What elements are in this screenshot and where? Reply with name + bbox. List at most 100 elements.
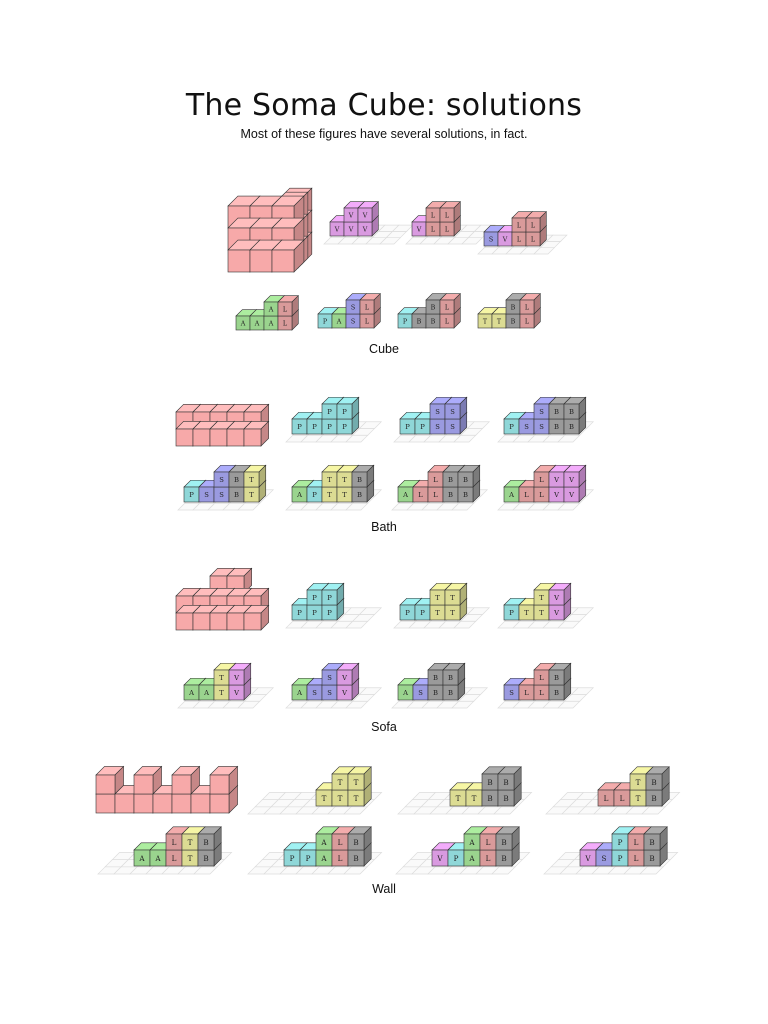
sofa-target-figure [175, 567, 270, 631]
svg-text:T: T [435, 594, 440, 602]
svg-text:L: L [365, 319, 370, 326]
svg-text:S: S [327, 674, 332, 682]
svg-text:L: L [433, 491, 438, 499]
svg-text:L: L [524, 491, 529, 499]
svg-text:P: P [189, 491, 194, 499]
svg-text:B: B [417, 319, 422, 326]
svg-text:T: T [472, 794, 477, 803]
bath-target-figure [175, 403, 270, 447]
svg-text:T: T [354, 778, 359, 787]
svg-text:V: V [341, 674, 347, 682]
svg-text:L: L [445, 227, 450, 234]
svg-text:P: P [297, 423, 302, 431]
piece-cube-B: B [643, 826, 668, 851]
svg-text:V: V [334, 227, 340, 234]
svg-text:V: V [553, 594, 559, 602]
svg-text:L: L [531, 237, 536, 244]
svg-text:P: P [420, 423, 425, 431]
svg-text:P: P [327, 594, 332, 602]
svg-text:S: S [351, 305, 355, 312]
target-cube [243, 420, 270, 447]
svg-text:P: P [342, 423, 347, 431]
svg-text:L: L [539, 476, 544, 484]
svg-text:T: T [450, 609, 455, 617]
target-cube [171, 765, 201, 795]
svg-text:L: L [531, 223, 536, 230]
piece-cube-V: V [228, 662, 252, 686]
svg-text:P: P [327, 408, 332, 416]
svg-text:B: B [501, 854, 506, 863]
svg-text:A: A [468, 838, 475, 847]
piece-cube-L: L [359, 292, 382, 315]
svg-text:B: B [353, 854, 358, 863]
piece-cube-B: B [197, 826, 222, 851]
svg-text:B: B [357, 476, 362, 484]
piece-cube-B: B [497, 766, 522, 791]
svg-text:T: T [327, 491, 332, 499]
svg-text:B: B [357, 491, 362, 499]
svg-text:B: B [448, 674, 453, 682]
svg-text:P: P [312, 609, 317, 617]
svg-text:B: B [649, 838, 654, 847]
svg-text:T: T [524, 609, 529, 617]
svg-text:S: S [219, 491, 224, 499]
svg-text:P: P [312, 594, 317, 602]
svg-text:B: B [433, 674, 438, 682]
svg-text:P: P [323, 319, 328, 326]
piece-cube-L: L [277, 294, 300, 317]
svg-text:V: V [362, 227, 368, 234]
svg-text:B: B [554, 689, 559, 697]
svg-text:V: V [362, 213, 368, 220]
svg-text:L: L [445, 213, 450, 220]
svg-text:S: S [489, 237, 493, 244]
svg-text:A: A [203, 689, 209, 697]
svg-text:A: A [402, 491, 408, 499]
svg-text:T: T [188, 854, 193, 863]
svg-text:B: B [651, 778, 656, 787]
svg-text:V: V [502, 237, 508, 244]
svg-text:L: L [517, 223, 522, 230]
piece-cube-T: T [347, 766, 372, 791]
svg-text:V: V [348, 227, 354, 234]
svg-text:B: B [554, 674, 559, 682]
piece-cube-V: V [548, 582, 572, 606]
piece-cube-B: B [563, 396, 587, 420]
svg-text:L: L [338, 838, 343, 847]
svg-text:B: B [353, 838, 358, 847]
svg-text:L: L [486, 838, 491, 847]
svg-text:V: V [436, 854, 443, 863]
svg-text:T: T [249, 476, 254, 484]
svg-text:P: P [290, 854, 295, 863]
piece-cube-B: B [457, 464, 481, 488]
svg-text:L: L [634, 838, 639, 847]
svg-text:V: V [553, 609, 559, 617]
piece-cube-S: S [444, 396, 468, 420]
svg-text:S: S [351, 319, 355, 326]
svg-text:P: P [509, 609, 514, 617]
svg-text:P: P [618, 838, 623, 847]
svg-text:B: B [503, 794, 508, 803]
svg-text:T: T [456, 794, 461, 803]
svg-text:V: V [568, 476, 574, 484]
svg-text:S: S [450, 423, 455, 431]
svg-text:P: P [405, 609, 410, 617]
svg-text:P: P [306, 854, 311, 863]
svg-text:P: P [420, 609, 425, 617]
piece-cube-B: B [442, 662, 466, 686]
svg-text:A: A [240, 321, 246, 328]
piece-cube-T: T [444, 582, 468, 606]
svg-text:T: T [219, 689, 224, 697]
svg-text:L: L [433, 476, 438, 484]
